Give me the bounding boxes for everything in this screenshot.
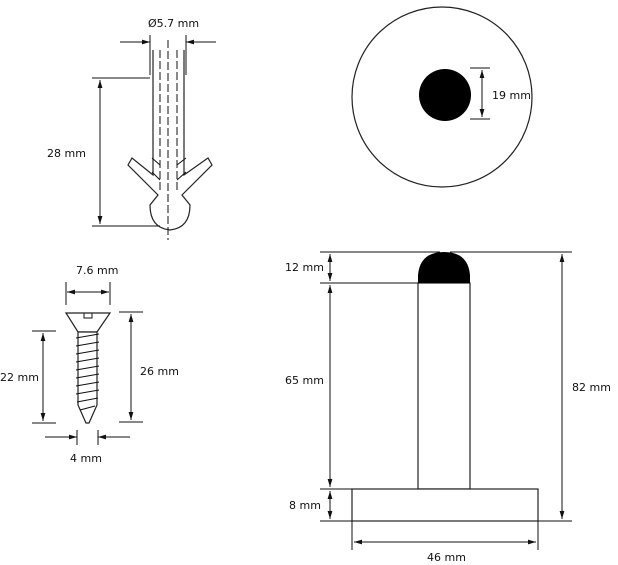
total-height-label: 82 mm [572,381,611,394]
dome-height-label: 12 mm [285,261,324,274]
screw-thread-length-label: 22 mm [0,371,39,384]
stand-side-view: 12 mm 65 mm 8 mm 82 mm 46 mm [285,251,611,564]
anchor-diameter-label: Ø5.7 mm [148,17,199,30]
stand-top-view: 19 mm [351,6,533,188]
base-height-label: 8 mm [289,499,321,512]
base-width-label: 46 mm [427,551,466,564]
dome-diameter-label: 19 mm [492,89,531,102]
wall-anchor-drawing: Ø5.7 mm 28 mm [47,17,216,240]
screw-diameter-label: 4 mm [70,452,102,465]
screw-head-width-label: 7.6 mm [76,264,118,277]
post-height-label: 65 mm [285,374,324,387]
screw-drawing: 7.6 mm 22 mm 26 mm 4 mm [0,264,179,465]
anchor-length-label: 28 mm [47,147,86,160]
screw-total-length-label: 26 mm [140,365,179,378]
